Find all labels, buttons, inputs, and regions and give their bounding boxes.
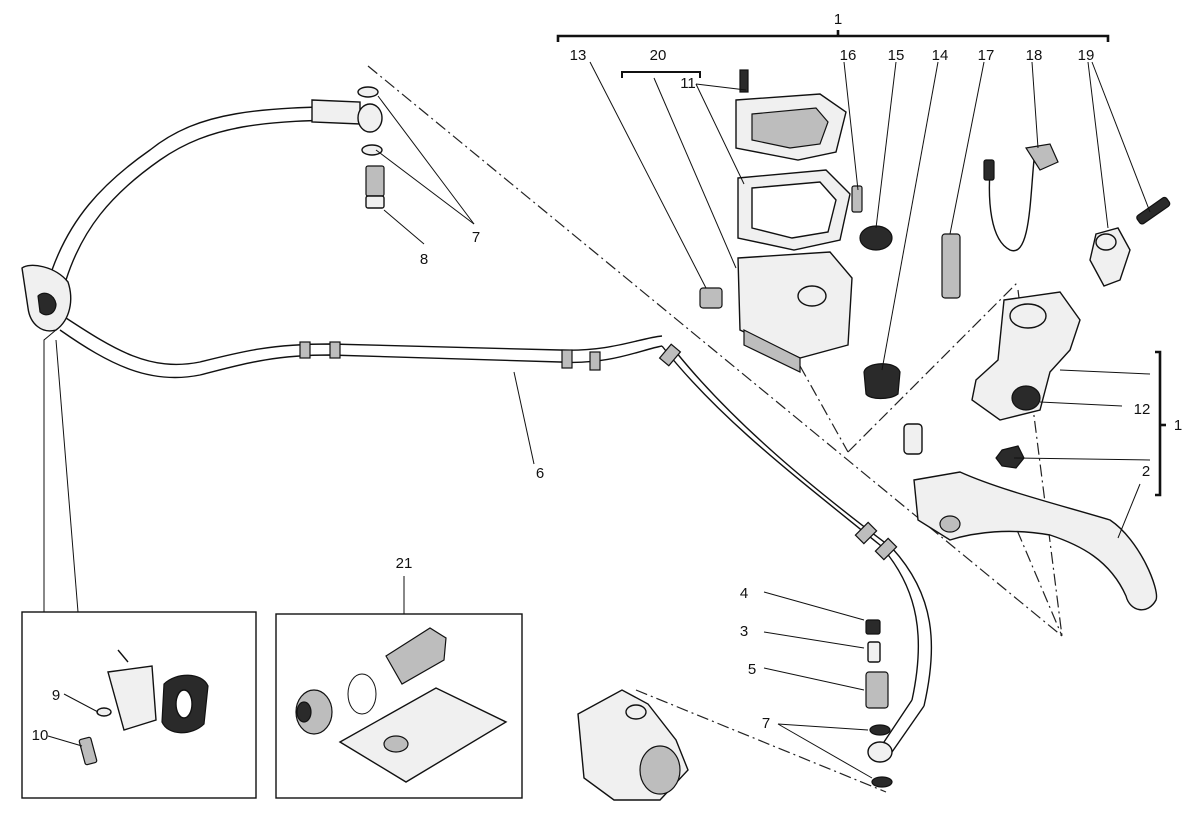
callout-5: 5 (748, 661, 756, 678)
callout-18: 18 (1026, 47, 1043, 64)
callout-19: 19 (1078, 47, 1095, 64)
leader-lines (47, 61, 1151, 779)
inset-repair-kit (275, 576, 523, 799)
callout-15: 15 (888, 47, 905, 64)
pin-bushing-nut (903, 423, 1025, 469)
assembly-bracket-right (1155, 350, 1166, 497)
clutch-hose (51, 99, 933, 753)
callout-12: 12 (1134, 401, 1151, 418)
callout-14: 14 (932, 47, 949, 64)
callout-20: 20 (650, 47, 667, 64)
callout-7-bottom: 7 (762, 715, 770, 732)
callout-13: 13 (570, 47, 587, 64)
kit-20-bracket (621, 71, 701, 78)
inset-clip-detail (21, 329, 257, 799)
handlebar-clamp (1089, 196, 1171, 287)
reservoir-gasket (737, 169, 851, 251)
clutch-lever (913, 471, 1158, 611)
callout-8: 8 (420, 251, 428, 268)
assembly-bracket-top (556, 30, 1110, 42)
callout-1-right: 1 (1174, 417, 1182, 434)
callout-16: 16 (840, 47, 857, 64)
callout-6: 6 (536, 465, 544, 482)
reservoir-cap (735, 69, 847, 161)
bleed-fittings (865, 619, 893, 788)
banjo-bolt-top (357, 86, 385, 209)
callout-7-top: 7 (472, 229, 480, 246)
callout-10: 10 (32, 727, 49, 744)
callout-2: 2 (1142, 463, 1150, 480)
callout-3: 3 (740, 623, 748, 640)
callout-1-top: 1 (834, 11, 842, 28)
alignment-lines (367, 65, 1063, 793)
slave-cylinder (577, 689, 689, 801)
callout-21: 21 (396, 555, 413, 572)
callout-17: 17 (978, 47, 995, 64)
hose-clip (21, 264, 72, 332)
callout-9: 9 (52, 687, 60, 704)
master-cylinder-body (941, 233, 1081, 421)
callout-11: 11 (680, 75, 696, 92)
reservoir-small-parts (851, 185, 901, 400)
reservoir-body (699, 251, 853, 373)
microswitch (983, 143, 1059, 252)
callout-4: 4 (740, 585, 748, 602)
callout-labels: 1 13 20 11 16 15 14 17 18 19 12 1 2 7 8 … (32, 11, 1183, 744)
